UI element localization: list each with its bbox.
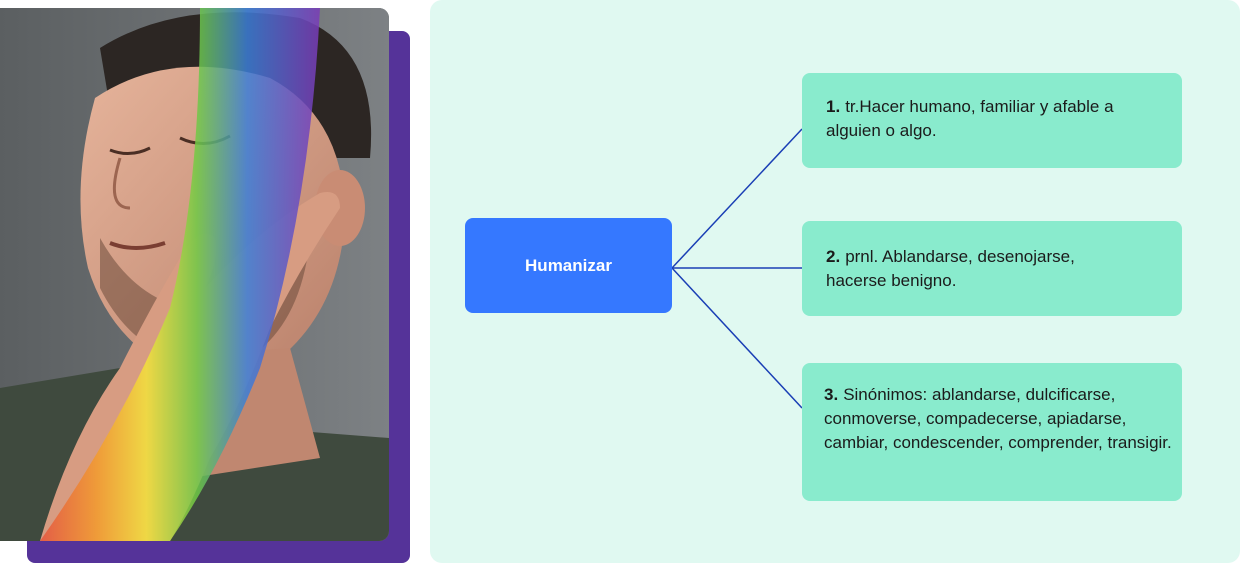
mouth	[109, 241, 166, 250]
rainbow-light-beam	[40, 8, 320, 541]
definition-box-3: 3.Sinónimos: ablandarse, dulcificarse, c…	[802, 363, 1182, 501]
definition-text: prnl. Ablandarse, desenojarse, hacerse b…	[826, 247, 1075, 290]
root-node: Humanizar	[465, 218, 672, 313]
definition-number: 2.	[826, 247, 841, 266]
portrait-photo	[0, 8, 389, 541]
definition-number: 3.	[824, 385, 839, 404]
connector-line-3	[671, 267, 803, 409]
definition-number: 1.	[826, 97, 841, 116]
nose	[112, 157, 131, 210]
root-node-label: Humanizar	[525, 255, 612, 275]
portrait-illustration	[0, 8, 389, 541]
connector-line-1	[671, 128, 803, 269]
definition-text: Sinónimos: ablandarse, dulcificarse, con…	[824, 385, 1172, 452]
definition-text: tr.Hacer humano, familiar y afable a alg…	[826, 97, 1114, 140]
closed-eye-left	[109, 146, 151, 155]
definition-box-2: 2.prnl. Ablandarse, desenojarse, hacerse…	[802, 221, 1182, 316]
definition-box-1: 1.tr.Hacer humano, familiar y afable a a…	[802, 73, 1182, 168]
